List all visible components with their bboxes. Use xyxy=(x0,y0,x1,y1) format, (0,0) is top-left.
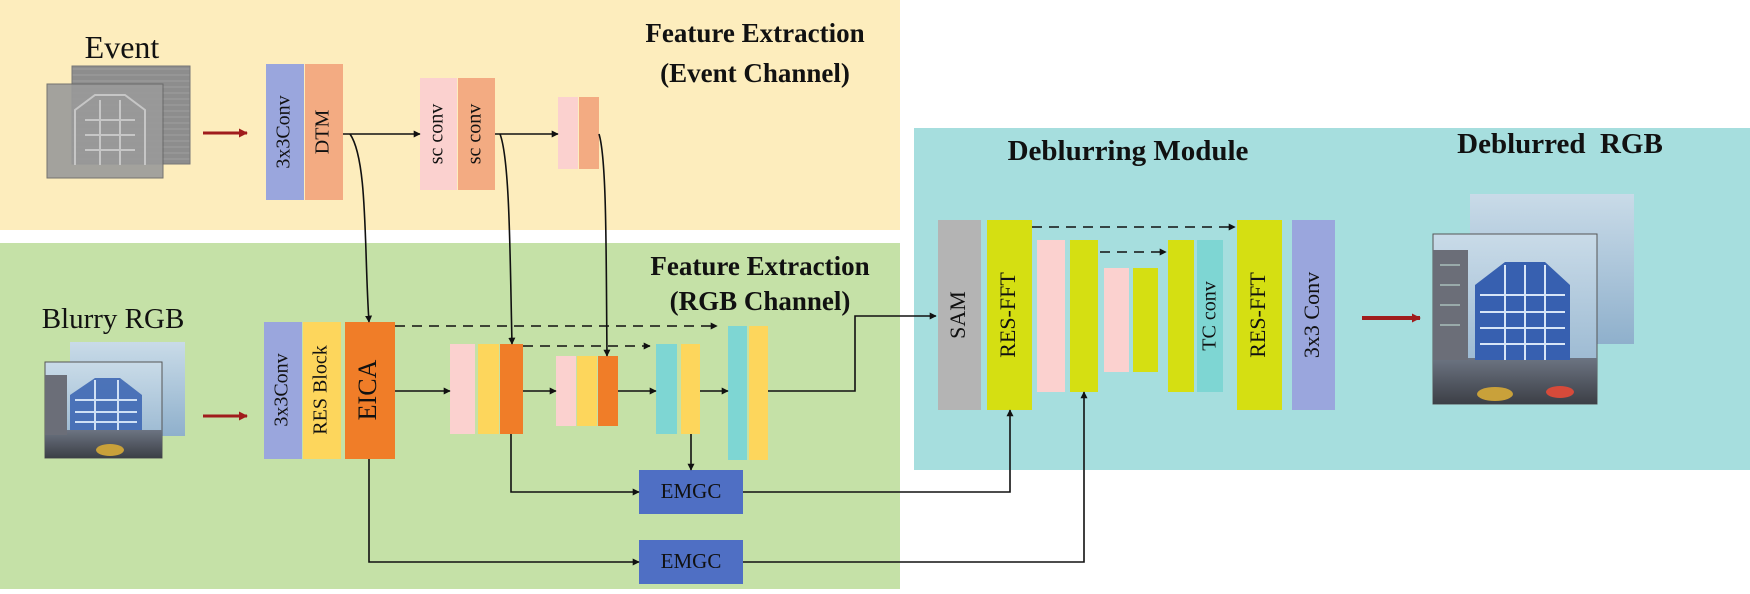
rgb-panel-title-line2: (RGB Channel) xyxy=(670,286,851,316)
rgb-eica-block xyxy=(345,322,395,459)
deblurred-rgb-image-stack xyxy=(1432,194,1634,405)
deblur-resfft-block-2 xyxy=(1237,220,1282,410)
event-panel-title-line1: Feature Extraction xyxy=(645,18,864,48)
event-3x3conv-block xyxy=(266,64,304,200)
emgc-block-1 xyxy=(639,470,743,514)
rgb-3x3conv-block xyxy=(264,322,302,459)
event-sc-conv-block-2 xyxy=(458,78,495,190)
connectors xyxy=(203,128,1421,566)
rgb-enc2-yellow xyxy=(577,356,597,426)
event-panel-title-line2: (Event Channel) xyxy=(660,58,850,88)
rgb-3x3conv-label: 3x3Conv xyxy=(271,353,293,426)
event-dtm-label: DTM xyxy=(312,110,334,155)
deblurred-rgb-label: Deblurred RGB xyxy=(1457,128,1663,160)
event-feature-block-pink xyxy=(558,97,578,169)
rgb-dec1-yellow xyxy=(681,344,700,434)
event-input-label: Event xyxy=(85,29,160,65)
rgb-dec2-teal xyxy=(728,326,747,460)
rgb-enc1-yellow xyxy=(478,344,499,434)
rgb-dec2-yellow xyxy=(749,326,768,460)
event-3x3conv-label: 3x3Conv xyxy=(273,95,295,168)
deblur-dec-lime xyxy=(1168,240,1194,392)
event-sc-conv-block-1 xyxy=(420,78,457,190)
deblur-resfft-block-1 xyxy=(987,220,1032,410)
emgc-block-2 xyxy=(639,540,743,584)
event-image-stack xyxy=(46,65,191,179)
emgc-label-2: EMGC xyxy=(661,549,722,573)
deblur-resfft-label-1: RES-FFT xyxy=(995,272,1020,358)
rgb-enc2-orange xyxy=(598,356,618,426)
event-dtm-block xyxy=(305,64,343,200)
rgb-enc1-orange xyxy=(500,344,523,434)
blurry-rgb-image-stack xyxy=(44,342,185,459)
deblur-enc1-lime xyxy=(1070,240,1098,392)
deblur-enc1-pink xyxy=(1037,240,1065,392)
deblur-sam-label: SAM xyxy=(945,291,970,339)
event-feature-block-salmon xyxy=(579,97,599,169)
event-sc-conv-label-2: sc conv xyxy=(464,104,486,165)
deblur-panel-title: Deblurring Module xyxy=(1008,135,1249,167)
rgb-dec1-teal xyxy=(656,344,677,434)
deblur-tc-conv-block xyxy=(1197,240,1223,392)
deblur-sam-block xyxy=(938,220,981,410)
rgb-res-block xyxy=(303,322,341,459)
blurry-rgb-label: Blurry RGB xyxy=(42,303,185,335)
rgb-panel-title-line1: Feature Extraction xyxy=(650,251,869,281)
deblur-3x3conv-block xyxy=(1292,220,1335,410)
deblur-enc2-lime xyxy=(1133,268,1158,372)
rgb-res-block-label: RES Block xyxy=(310,345,332,434)
deblur-tc-conv-label: TC conv xyxy=(1199,281,1221,350)
rgb-enc1-pink xyxy=(450,344,475,434)
emgc-label-1: EMGC xyxy=(661,479,722,503)
deblur-resfft-label-2: RES-FFT xyxy=(1245,272,1270,358)
deblur-3x3conv-label: 3x3 Conv xyxy=(1299,272,1324,358)
deblur-enc2-pink xyxy=(1104,268,1129,372)
rgb-enc2-pink xyxy=(556,356,576,426)
event-sc-conv-label-1: sc conv xyxy=(426,104,448,165)
rgb-eica-label: EICA xyxy=(353,359,382,420)
